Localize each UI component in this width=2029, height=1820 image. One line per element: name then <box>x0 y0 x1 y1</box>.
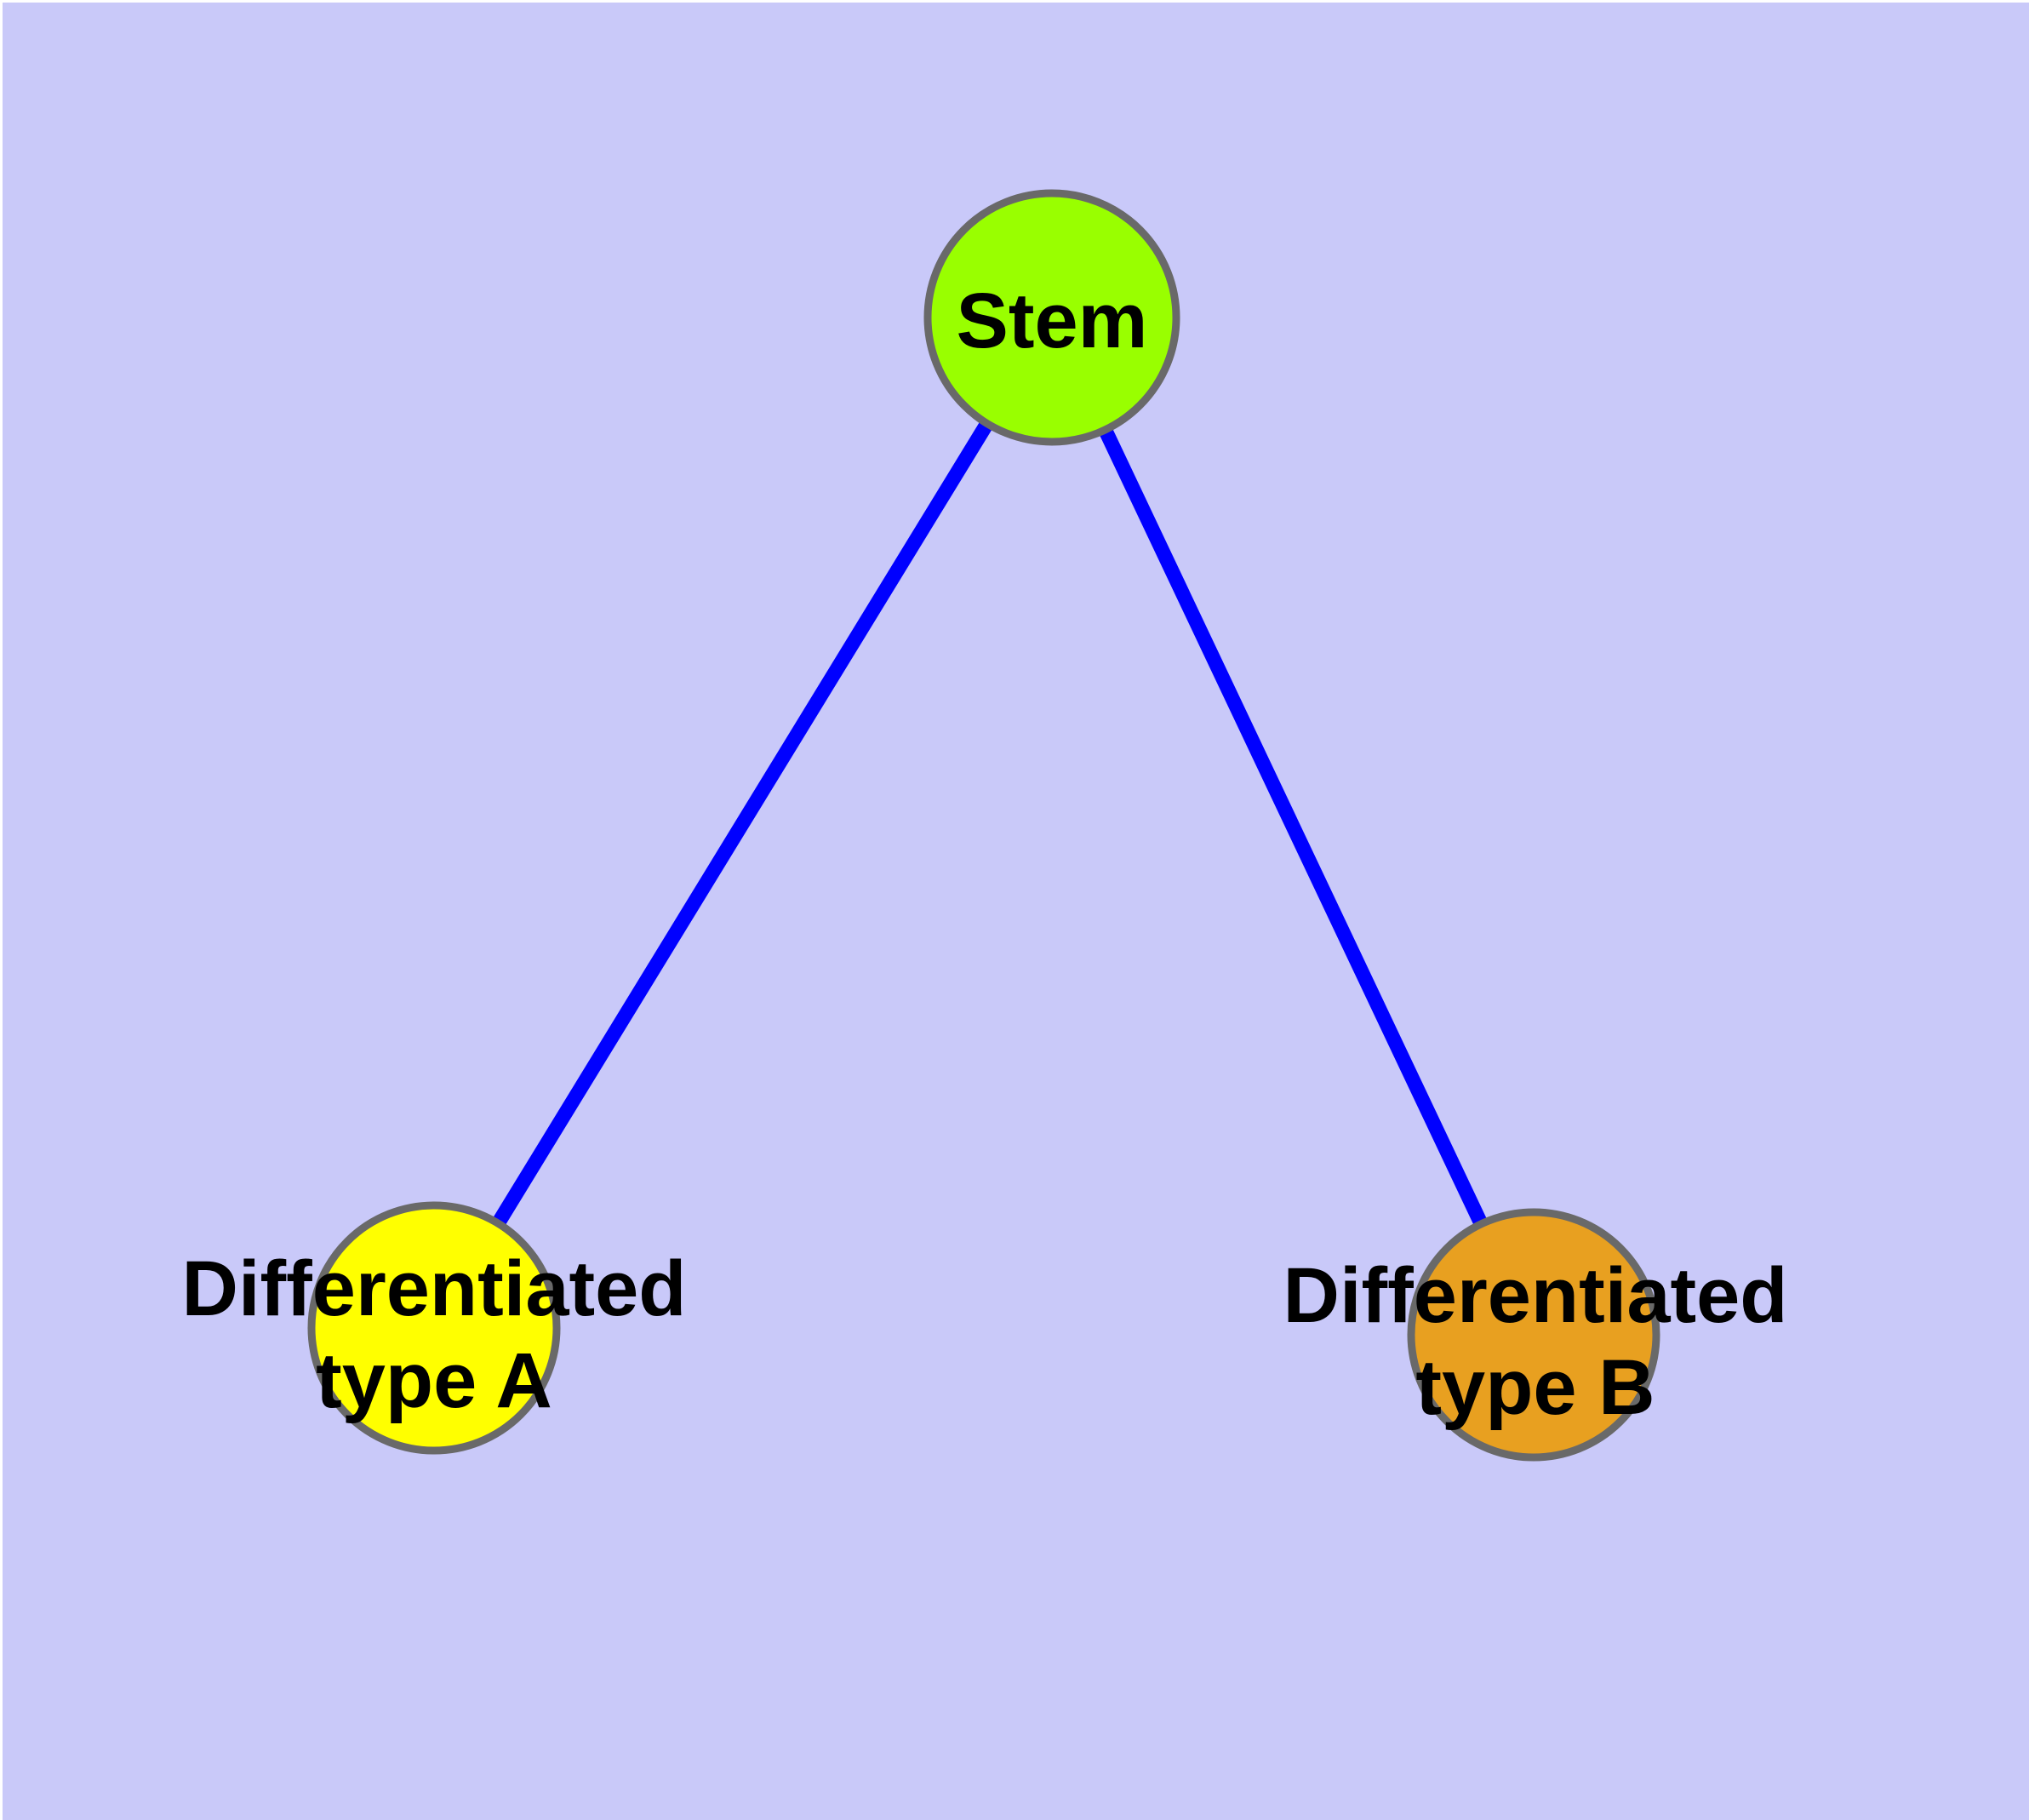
node-type-b-label-line1: Differentiated <box>1283 1252 1788 1339</box>
node-type-a-circle <box>307 1201 561 1455</box>
edge-stem-to-type-b <box>1045 314 1540 1338</box>
node-type-a-label-line1: Differentiated <box>182 1245 687 1332</box>
node-type-b-label-line2: type B <box>1415 1344 1655 1431</box>
node-type-a-label-line2: type A <box>316 1337 552 1424</box>
node-stem-circle <box>923 189 1180 446</box>
node-stem-label: Stem <box>957 278 1148 364</box>
edge-stem-to-type-a <box>427 313 1059 1332</box>
node-type-b-circle <box>1407 1208 1660 1462</box>
